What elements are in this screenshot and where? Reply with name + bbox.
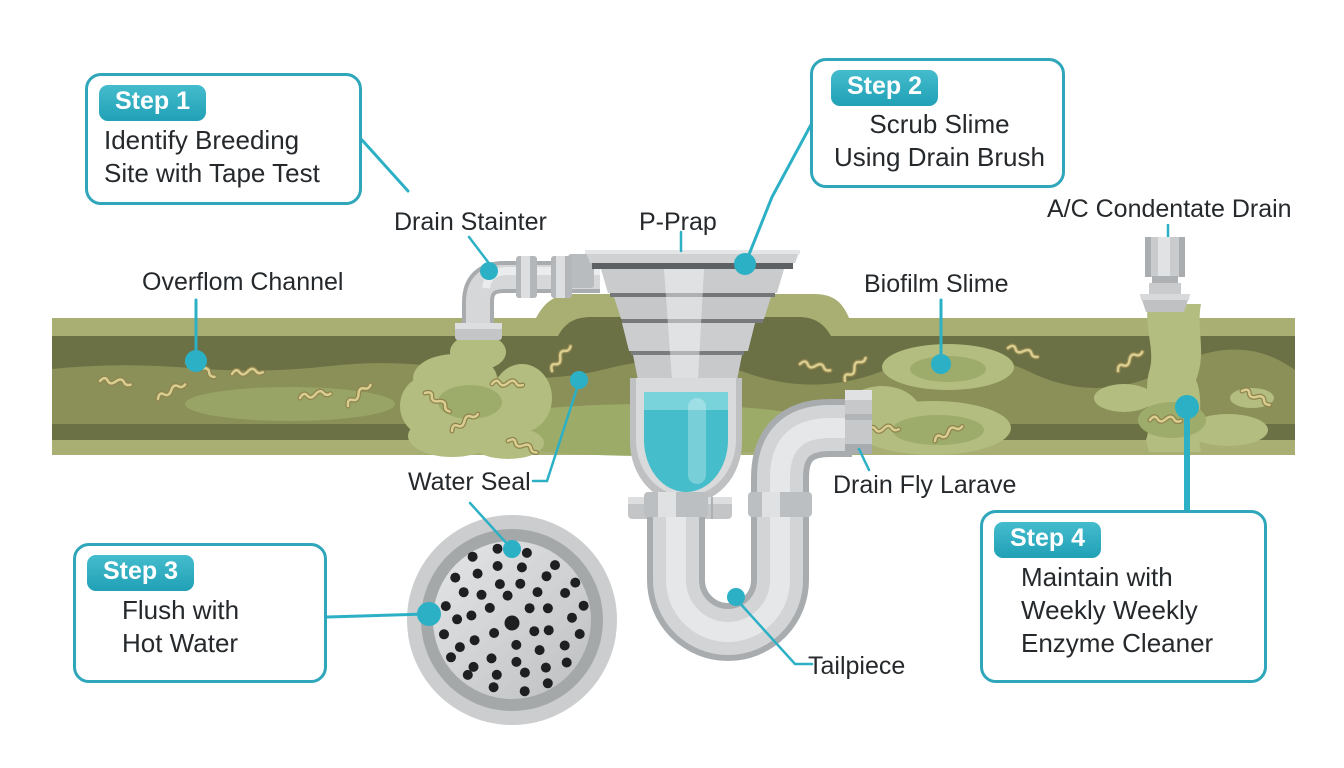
label-drain-strainer: Drain Stainter [394, 208, 547, 236]
label-p-trap: P-Prap [639, 208, 717, 236]
step-4-line-3: Enzyme Cleaner [1021, 628, 1214, 658]
label-overflow-channel: Overflom Channel [142, 268, 344, 296]
water-seal-water [644, 392, 728, 492]
step-1-callout: Step 1 Identify Breeding Site with Tape … [85, 73, 362, 205]
step-2-badge: Step 2 [831, 70, 939, 106]
step-1-line-1: Identify Breeding [104, 125, 300, 155]
step-3-callout: Step 3 Flush with Hot Water [73, 543, 327, 683]
step-4-line-1: Maintain with [1021, 562, 1173, 592]
step-2-line-2: Using Drain Brush [834, 142, 1045, 172]
label-biofilm-slime: Biofilm Slime [864, 270, 1009, 298]
floor-strainer [407, 515, 617, 725]
step-4-callout: Step 4 Maintain with Weekly Weekly Enzym… [980, 510, 1267, 683]
label-drain-fly-larvae: Drain Fly Larave [833, 471, 1017, 499]
label-water-seal: Water Seal [408, 468, 531, 496]
step-3-line-2: Hot Water [122, 628, 239, 658]
step-4-line-2: Weekly Weekly [1021, 595, 1198, 625]
leader-lines [194, 119, 1190, 666]
p-trap-pipe [644, 390, 872, 661]
step-3-badge: Step 3 [87, 555, 195, 591]
label-ac-condensate: A/C Condentate Drain [1047, 195, 1292, 223]
step-1-badge: Step 1 [99, 85, 207, 121]
leader-dots [185, 253, 1199, 626]
step-4-badge: Step 4 [994, 522, 1102, 558]
label-tailpiece: Tailpiece [808, 652, 906, 680]
strainer-arm-pipe [455, 254, 600, 340]
step-2-callout: Step 2 Scrub Slime Using Drain Brush [810, 58, 1065, 188]
step-3-line-1: Flush with [122, 595, 240, 625]
step-1-line-2: Site with Tape Test [104, 158, 320, 188]
ac-condensate-fitting [1140, 224, 1190, 312]
step-2-line-1: Scrub Slime [869, 109, 1010, 139]
drain-flange-assembly [585, 250, 800, 519]
drain-fly-larvae-group [97, 343, 1272, 455]
